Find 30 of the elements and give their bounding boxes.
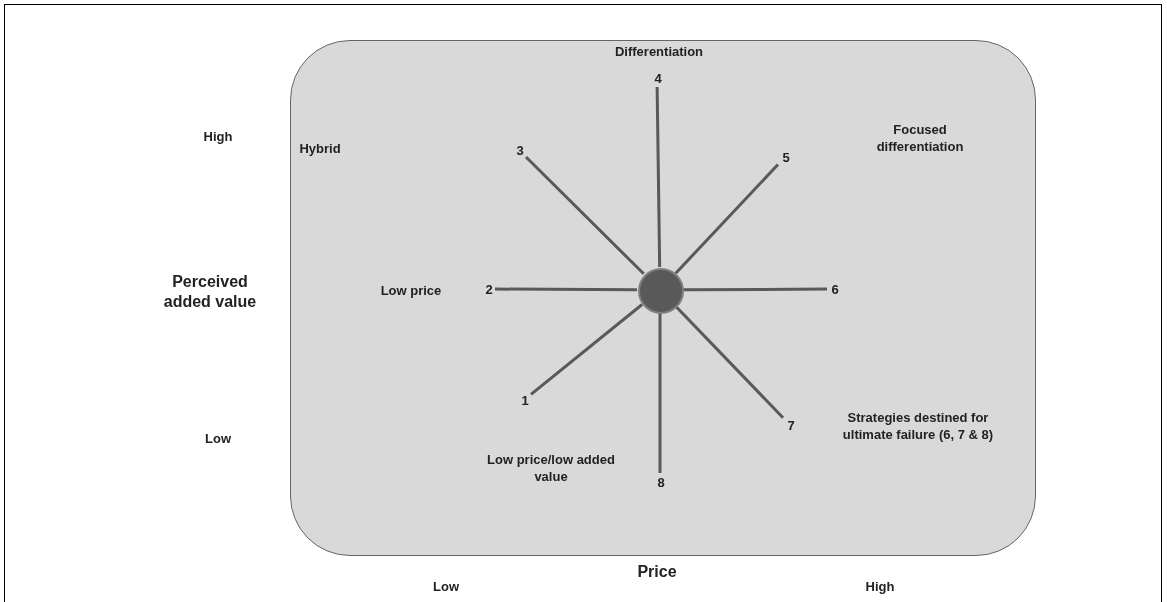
strategy-number: 2 (482, 281, 496, 299)
strategy-number: 8 (654, 474, 668, 492)
spoke-line (655, 86, 662, 268)
spoke-line (674, 163, 780, 275)
strategy-label: Hybrid (298, 139, 342, 157)
strategy-label: Differentiation (613, 42, 705, 60)
strategy-number: 5 (779, 149, 793, 167)
axis-label: High (864, 577, 896, 595)
strategy-number: 4 (651, 70, 665, 88)
clock-panel (290, 40, 1036, 556)
strategy-number: 6 (828, 281, 842, 299)
spoke-line (524, 155, 645, 275)
axis-label: High (202, 127, 234, 145)
strategy-label: Low price (379, 281, 443, 299)
spoke-line (658, 313, 662, 473)
spoke-line (530, 303, 644, 396)
strategy-number: 7 (784, 417, 798, 435)
axis-label: Price (636, 562, 678, 582)
axis-label: Low (432, 577, 460, 595)
strategy-number: 1 (518, 392, 532, 410)
strategy-label: Focused differentiation (875, 121, 965, 155)
spoke-line (674, 305, 785, 419)
strategy-number: 3 (513, 142, 527, 160)
spoke-line (495, 287, 637, 292)
spoke-line (683, 287, 827, 292)
axis-label: Low (204, 429, 232, 447)
hub-circle (638, 268, 684, 314)
strategy-label: Low price/low added value (486, 451, 616, 485)
axis-label: Perceived added value (162, 272, 258, 312)
strategy-label: Strategies destined for ultimate failure (6, 7 & 8) (841, 409, 995, 443)
